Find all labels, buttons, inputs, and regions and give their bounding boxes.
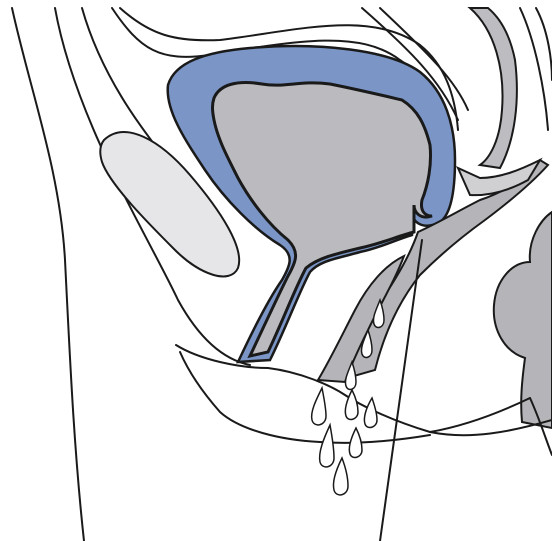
urine-droplet [364, 398, 377, 427]
body-contour-line [12, 8, 84, 541]
perineum-line [430, 398, 530, 432]
rectum-wall [470, 8, 517, 168]
urine-droplet [349, 428, 362, 457]
urine-droplet [320, 425, 334, 467]
urine-droplet [345, 390, 358, 419]
labia-lower-contour [180, 352, 430, 443]
urine-droplet [312, 388, 326, 425]
perineal-mound [494, 212, 552, 428]
urine-droplet [333, 458, 348, 495]
